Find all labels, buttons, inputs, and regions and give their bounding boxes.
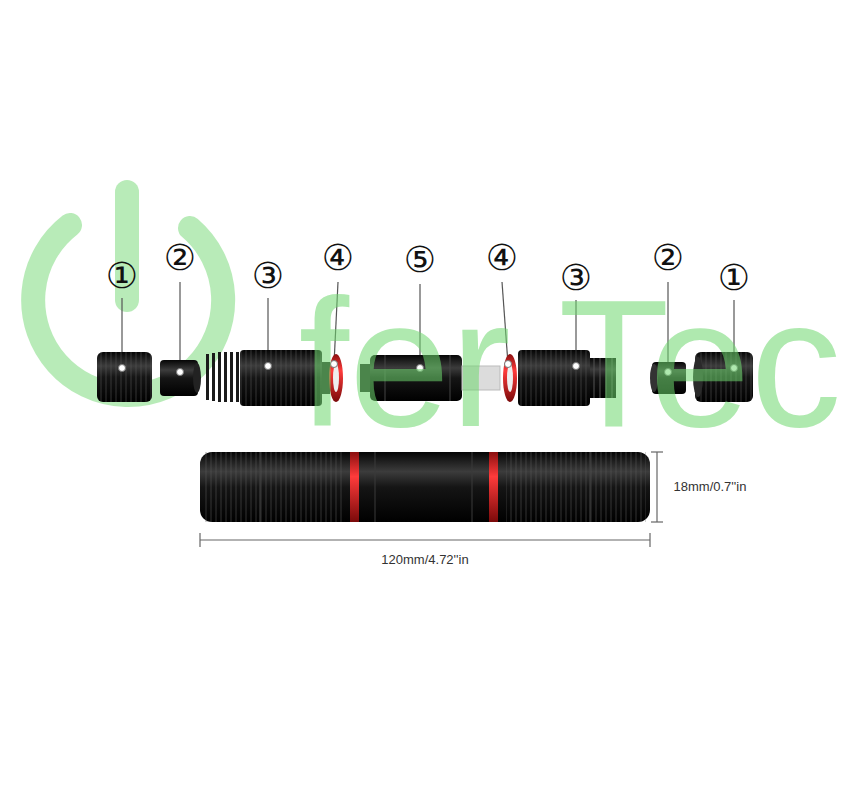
callout-number: ②: [652, 240, 684, 276]
callout-number: ①: [106, 258, 138, 294]
dimension-label: 18mm/0.7''in: [674, 480, 747, 493]
assembled-connector: [200, 452, 650, 522]
callout-number: ③: [252, 258, 284, 294]
callout-number: ⑤: [404, 242, 436, 278]
callout-number: ③: [560, 260, 592, 296]
callout-number: ④: [322, 240, 354, 276]
callout-number: ④: [486, 240, 518, 276]
dimension-lines: [200, 452, 663, 547]
watermark: fer Tec: [299, 272, 842, 454]
callout-number: ②: [164, 240, 196, 276]
dimension-label: 120mm/4.72''in: [381, 553, 468, 566]
callout-number: ①: [718, 260, 750, 296]
